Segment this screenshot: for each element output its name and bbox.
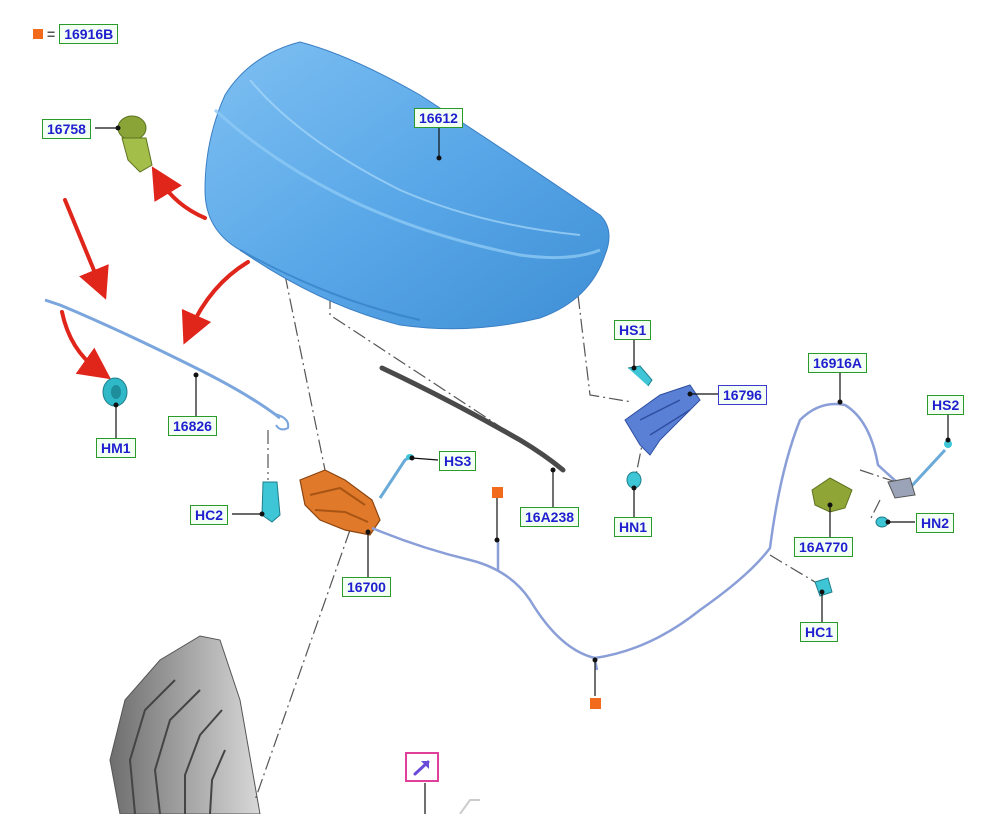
hood-latch-part [299,469,381,536]
callout-16758[interactable]: 16758 [42,119,91,139]
cable-connector [887,477,916,499]
callout-hc1[interactable]: HC1 [800,622,839,642]
orange-marker-icon [492,487,503,498]
hs1-part [627,365,653,387]
callout-16a770[interactable]: 16A770 [794,537,854,557]
legend-equals: = [47,26,56,42]
callout-16796[interactable]: 16796 [718,385,767,405]
hood-seal-strip [379,365,566,473]
front-grille [109,635,480,814]
callout-16916a[interactable]: 16916A [808,353,868,373]
callout-hn2[interactable]: HN2 [916,513,955,533]
hs2-part [906,448,947,492]
hood-panel [204,41,610,330]
navigate-link-icon[interactable] [405,752,439,782]
callout-hs1[interactable]: HS1 [614,320,652,340]
legend-callout-16916b[interactable]: 16916B [59,24,119,44]
16a770-part [811,477,853,513]
callout-hc2[interactable]: HC2 [190,505,229,525]
hm1-part [102,377,128,407]
callout-16612[interactable]: 16612 [414,108,463,128]
callout-hn1[interactable]: HN1 [614,517,653,537]
legend: = 16916B [33,24,119,44]
red-direction-arrows [60,166,250,380]
hc2-part [261,481,281,523]
callout-hs2[interactable]: HS2 [927,395,965,415]
bumper-stop-part [117,115,153,173]
arrow-up-right-icon [413,760,430,776]
callout-hm1[interactable]: HM1 [96,438,136,458]
callout-16700[interactable]: 16700 [342,577,391,597]
dash-dot-leaders [254,274,906,801]
orange-marker-icon [590,698,601,709]
orange-marker-icon [33,29,43,39]
hood-hinge-part [624,384,701,456]
hs3-part [378,454,413,499]
callout-leaders [95,127,949,814]
hs2-part-tip [944,440,952,448]
hc1-part [814,577,833,597]
leader-dots [113,125,951,663]
prop-rod [44,298,290,431]
callout-hs3[interactable]: HS3 [439,451,477,471]
callout-16a238[interactable]: 16A238 [520,507,580,527]
callout-16826[interactable]: 16826 [168,416,217,436]
